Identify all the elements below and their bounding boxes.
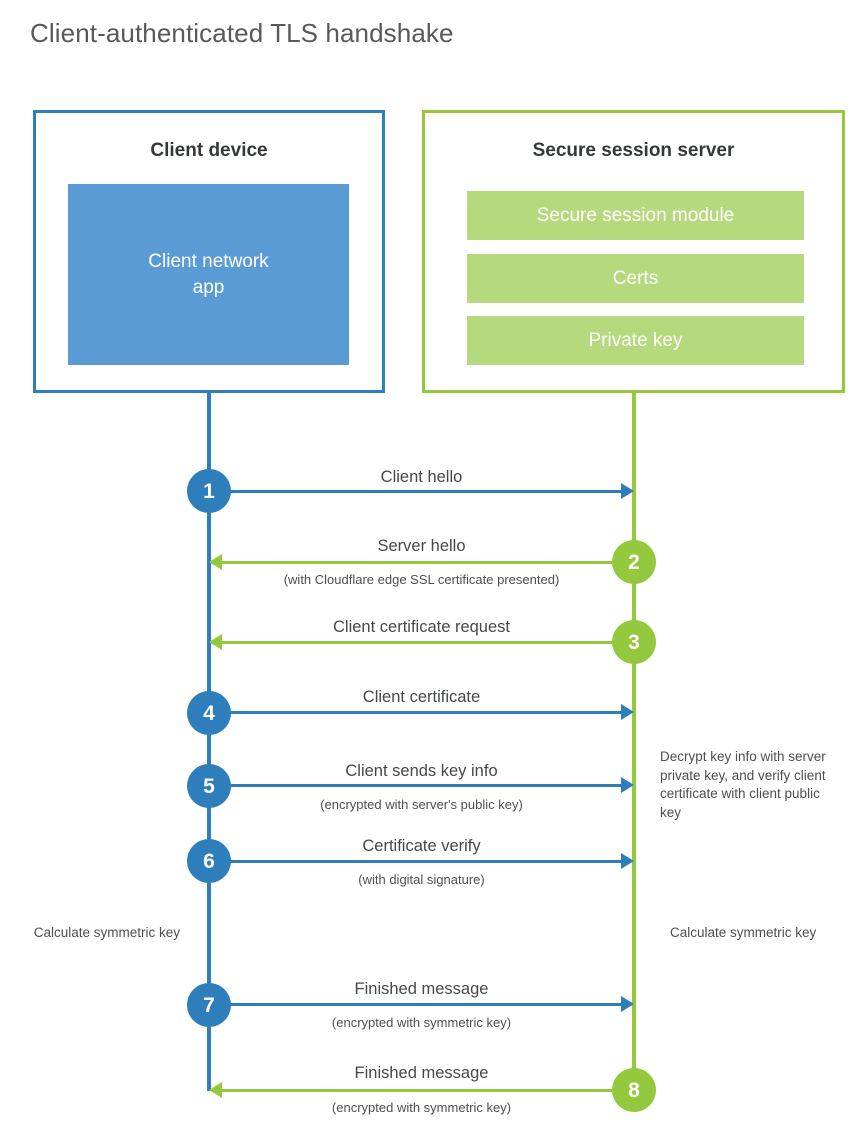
arrow-head-right-icon-6 [621, 853, 634, 869]
message-label-8: Finished message [354, 1064, 489, 1082]
server-module-secure-session-module: Secure session module [467, 191, 804, 240]
server-module-label: Certs [612, 267, 659, 289]
step-circle-1[interactable]: 1 [187, 469, 231, 513]
step-circle-5[interactable]: 5 [187, 764, 231, 808]
page-title: Client-authenticated TLS handshake [30, 18, 454, 48]
message-sublabel-5: (encrypted with server's public key) [320, 797, 523, 812]
message-sublabel-6: (with digital signature) [358, 872, 485, 887]
message-line-4 [209, 711, 621, 714]
message-label-6: Certificate verify [362, 837, 481, 855]
message-line-1 [209, 490, 621, 493]
message-line-2 [222, 561, 634, 564]
step-circle-3[interactable]: 3 [612, 620, 656, 664]
message-label-5: Client sends key info [345, 762, 498, 780]
message-label-3: Client certificate request [333, 618, 510, 636]
arrow-head-right-icon-4 [621, 704, 634, 720]
step-circle-4[interactable]: 4 [187, 691, 231, 735]
message-line-3 [222, 641, 634, 644]
arrow-head-right-icon-1 [621, 483, 634, 499]
message-line-5 [209, 784, 621, 787]
server-module-certs: Certs [467, 254, 804, 303]
step-circle-7[interactable]: 7 [187, 983, 231, 1027]
client-lifeline [207, 393, 211, 1091]
arrow-head-left-icon-8 [209, 1082, 222, 1098]
annotation-calculate-symmetric-key-server: Calculate symmetric key [670, 925, 817, 940]
message-label-2: Server hello [377, 537, 466, 555]
server-module-label: Private key [588, 329, 683, 351]
annotation-decrypt-key-info: Decrypt key info with server private key… [660, 749, 826, 820]
client-device-title: Client device [150, 140, 268, 161]
secure-session-server-box: Secure session server Secure session mod… [422, 110, 845, 393]
message-label-1: Client hello [380, 468, 463, 486]
message-sublabel-8: (encrypted with symmetric key) [331, 1100, 512, 1115]
arrow-head-right-icon-5 [621, 777, 634, 793]
message-label-7: Finished message [354, 980, 489, 998]
message-line-8 [222, 1089, 634, 1092]
server-module-label: Secure session module [536, 204, 735, 226]
step-circle-6[interactable]: 6 [187, 839, 231, 883]
arrow-head-right-icon-7 [621, 996, 634, 1012]
arrow-head-left-icon-2 [209, 554, 222, 570]
message-line-7 [209, 1003, 621, 1006]
secure-session-server-title: Secure session server [532, 140, 735, 161]
message-sublabel-7: (encrypted with symmetric key) [331, 1015, 512, 1030]
message-sublabel-2: (with Cloudflare edge SSL certificate pr… [283, 572, 560, 587]
client-network-app-block: Client network app [68, 184, 349, 365]
client-device-box: Client device Client network app [33, 110, 385, 393]
client-network-app-label: Client network app [148, 251, 269, 298]
server-module-private-key: Private key [467, 316, 804, 365]
step-circle-2[interactable]: 2 [612, 540, 656, 584]
annotation-calculate-symmetric-key-client: Calculate symmetric key [33, 925, 180, 940]
message-line-6 [209, 860, 621, 863]
step-circle-8[interactable]: 8 [612, 1068, 656, 1112]
message-label-4: Client certificate [362, 688, 481, 706]
server-lifeline [632, 393, 636, 1093]
arrow-head-left-icon-3 [209, 634, 222, 650]
